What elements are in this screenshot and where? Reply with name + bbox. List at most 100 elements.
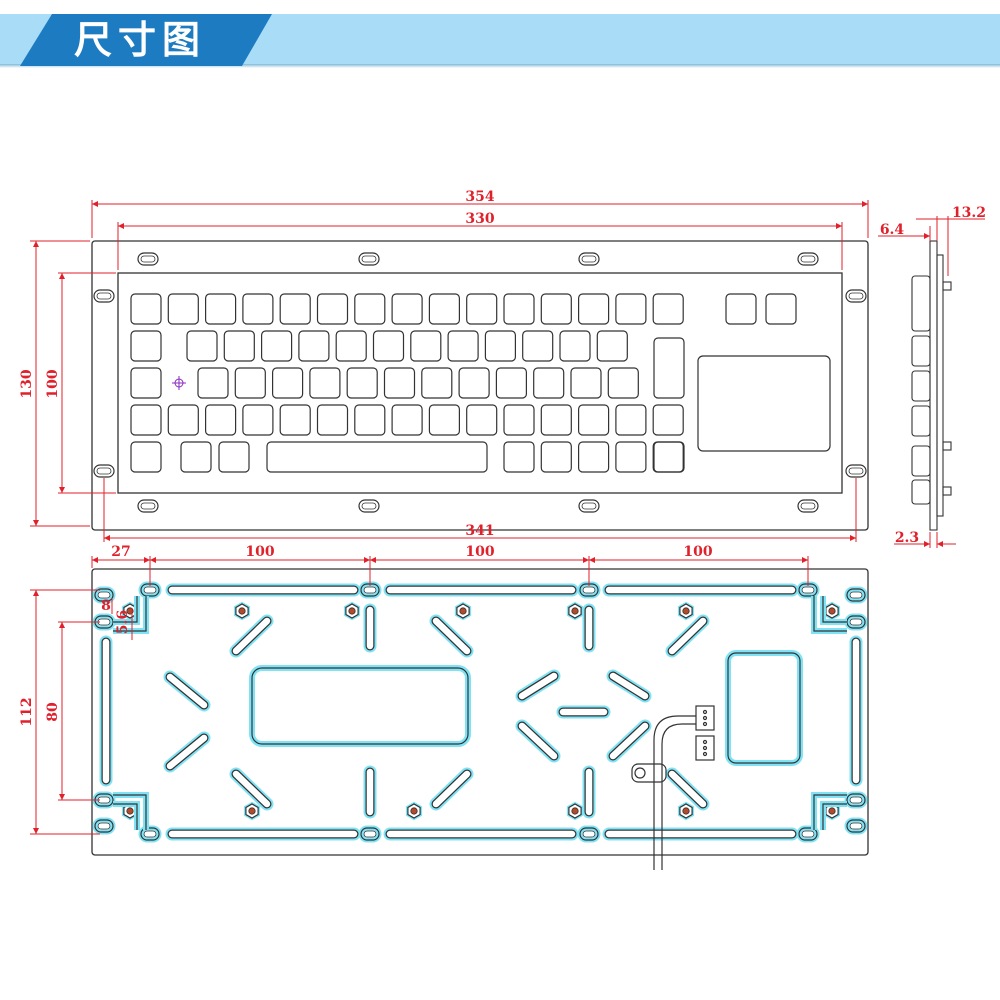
mounting-slot-inner bbox=[801, 830, 815, 838]
key bbox=[335, 330, 367, 362]
key bbox=[447, 330, 479, 362]
key bbox=[428, 404, 460, 436]
mounting-slot-inner bbox=[361, 255, 377, 263]
key bbox=[410, 330, 442, 362]
mounting-slot bbox=[578, 499, 600, 513]
key bbox=[391, 293, 423, 325]
key bbox=[522, 330, 554, 362]
front-key-grid bbox=[130, 293, 797, 473]
rib-fill bbox=[668, 770, 707, 808]
key bbox=[458, 367, 490, 399]
connector-block bbox=[695, 705, 715, 731]
key bbox=[577, 293, 610, 325]
rear-stiffener-ribs bbox=[99, 583, 863, 841]
key bbox=[309, 367, 341, 399]
key bbox=[261, 330, 293, 362]
mounting-slot-inner bbox=[363, 586, 377, 594]
key bbox=[570, 367, 602, 399]
dim-rear-span-1: 100 bbox=[245, 544, 274, 560]
key bbox=[503, 293, 535, 325]
front-view bbox=[91, 240, 869, 531]
key bbox=[383, 367, 416, 399]
nut-bore bbox=[126, 807, 134, 815]
mounting-slot-inner bbox=[800, 502, 816, 510]
dim-side-bottom: 2.3 bbox=[895, 530, 919, 546]
nut-bore bbox=[828, 807, 836, 815]
mounting-slot bbox=[94, 819, 114, 833]
mounting-slot bbox=[358, 252, 380, 266]
nut-bore bbox=[248, 807, 256, 815]
dim-side-top-b: 13.2 bbox=[952, 205, 986, 221]
rear-touchpad-window bbox=[725, 650, 803, 766]
key bbox=[167, 293, 199, 325]
key bbox=[503, 441, 535, 473]
nut-bore bbox=[459, 607, 467, 615]
key bbox=[167, 404, 199, 436]
connector-block bbox=[695, 735, 715, 761]
touchpad bbox=[697, 355, 831, 452]
mounting-slot-inner bbox=[363, 830, 377, 838]
key bbox=[607, 367, 639, 399]
nut-bore bbox=[238, 607, 246, 615]
mounting-slot bbox=[845, 289, 867, 303]
key bbox=[577, 404, 610, 436]
key bbox=[223, 330, 255, 362]
page-title: 尺寸图 bbox=[74, 18, 207, 62]
mounting-slot-inner bbox=[582, 586, 596, 594]
mounting-slot bbox=[137, 252, 159, 266]
key bbox=[559, 330, 591, 362]
front-dimensions bbox=[30, 200, 869, 542]
mounting-slot bbox=[846, 819, 866, 833]
key bbox=[130, 293, 162, 325]
key bbox=[421, 367, 453, 399]
rib-fill bbox=[609, 672, 649, 700]
mounting-slot-inner bbox=[801, 586, 815, 594]
side-bolt bbox=[942, 281, 952, 291]
rib-fill bbox=[166, 673, 208, 709]
key bbox=[205, 293, 237, 325]
key bbox=[197, 367, 229, 399]
dim-hole-span: 341 bbox=[465, 523, 494, 539]
key bbox=[484, 330, 516, 362]
key bbox=[130, 404, 162, 436]
mounting-slot bbox=[578, 252, 600, 266]
key bbox=[346, 367, 378, 399]
rib-fill bbox=[232, 770, 271, 808]
dim-width-inner: 330 bbox=[465, 211, 494, 227]
side-key-block bbox=[911, 275, 931, 332]
dim-height-total: 130 bbox=[19, 369, 35, 398]
rear-keyboard-window bbox=[249, 665, 471, 747]
key bbox=[234, 367, 266, 399]
key bbox=[266, 441, 488, 473]
key bbox=[652, 404, 684, 436]
rib-fill bbox=[166, 734, 208, 770]
rear-mounting-slots bbox=[92, 581, 868, 843]
front-plate-outline bbox=[91, 240, 869, 531]
key bbox=[577, 441, 610, 473]
key bbox=[652, 441, 684, 473]
key bbox=[615, 441, 647, 473]
key bbox=[298, 330, 330, 362]
nut-bore bbox=[571, 607, 579, 615]
key bbox=[533, 367, 565, 399]
mounting-slot bbox=[845, 464, 867, 478]
dim-rear-height-total: 112 bbox=[19, 697, 35, 726]
key bbox=[242, 404, 274, 436]
front-keyboard-area bbox=[117, 272, 843, 494]
nut-bore bbox=[682, 807, 690, 815]
header-shadow bbox=[0, 64, 1000, 68]
dim-rear-small-a: 8 bbox=[101, 598, 111, 614]
mounting-slot bbox=[579, 827, 599, 841]
mounting-slot bbox=[798, 827, 818, 841]
key bbox=[652, 293, 684, 325]
mounting-slot-inner bbox=[143, 586, 157, 594]
key bbox=[130, 441, 162, 473]
key bbox=[765, 293, 797, 325]
dim-rear-offset: 27 bbox=[111, 544, 130, 560]
key bbox=[354, 293, 386, 325]
front-mounting-slots bbox=[93, 252, 867, 513]
key bbox=[130, 367, 162, 399]
key bbox=[596, 330, 628, 362]
side-bolt bbox=[942, 486, 952, 496]
